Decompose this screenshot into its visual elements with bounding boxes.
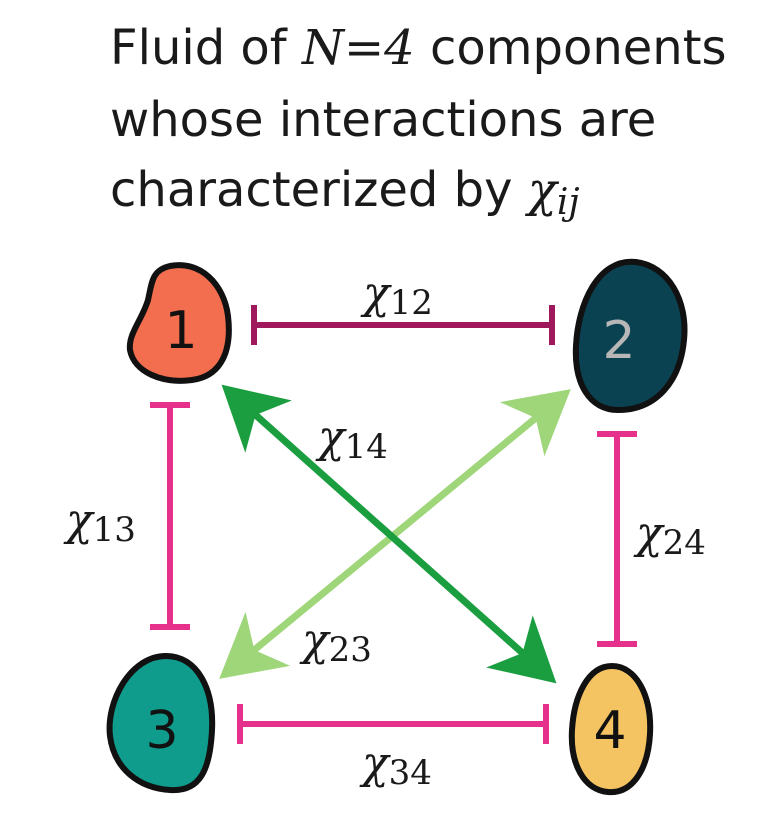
edge-34-label: χ34 [359,738,432,793]
edge-24 [597,431,637,647]
node-1-label: 1 [164,301,197,361]
node-3-label: 3 [145,701,178,761]
node-4-label: 4 [593,701,626,761]
edge-13 [150,402,190,630]
edge-24-label: χ24 [633,508,706,563]
edge-14-label: χ14 [315,412,388,467]
node-4: 4 [568,662,654,796]
title-line-3: characterized by χij [110,162,580,223]
node-4-blob [568,662,654,796]
edge-23-label: χ23 [299,615,372,670]
edge-12 [251,305,555,345]
edge-12-label: χ12 [360,268,433,323]
node-3-blob [106,652,216,794]
node-2-blob [572,258,688,414]
node-2-label: 2 [602,311,635,371]
title-line-1: Fluid of N=4 components [110,20,727,76]
node-2: 2 [572,258,688,414]
title-line-2: whose interactions are [110,92,656,148]
node-1-blob [126,262,232,384]
node-1: 1 [126,262,232,384]
node-3: 3 [106,652,216,794]
edge-14-arrow [221,384,557,684]
edge-13-label: χ13 [63,495,136,550]
edge-34 [237,704,549,744]
